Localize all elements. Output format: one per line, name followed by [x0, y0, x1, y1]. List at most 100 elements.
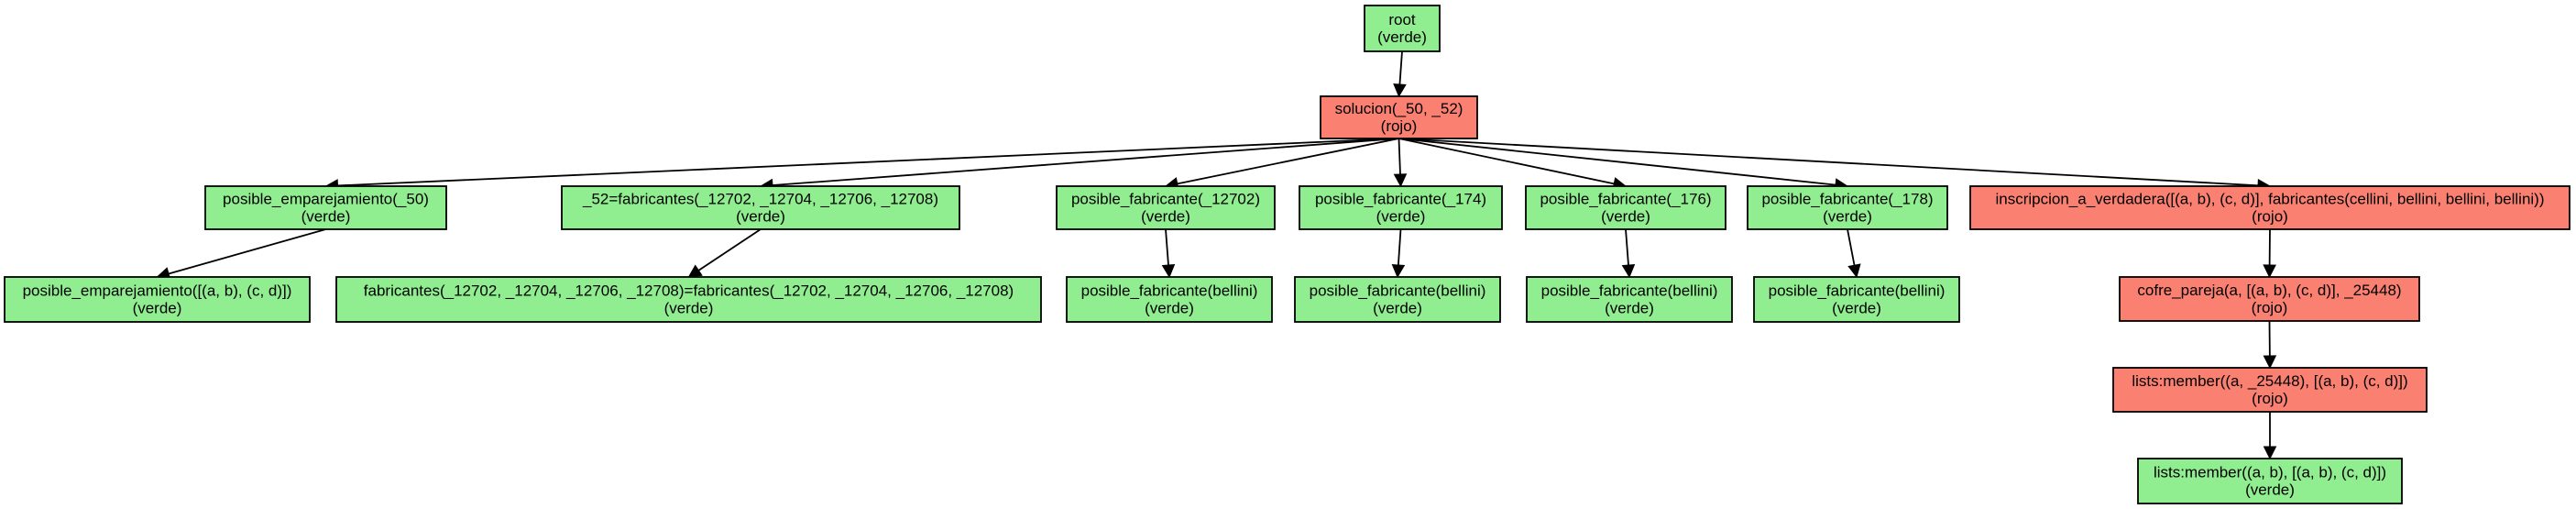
edge-sol-to-insc — [1398, 138, 2272, 193]
node-label: posible_fabricante(_176) — [1540, 191, 1711, 208]
node-mem2: lists:member((a, b), [(a, b), (c, d)])(v… — [2137, 458, 2403, 504]
node-label: _52=fabricantes(_12702, _12704, _12706, … — [582, 191, 938, 208]
edge-line — [1397, 228, 1402, 266]
node-status: (verde) — [664, 300, 714, 317]
node-label: posible_fabricante(_174) — [1315, 191, 1486, 208]
node-label: lists:member((a, b), [(a, b), (c, d)]) — [2154, 464, 2386, 481]
node-box-rojo — [2112, 367, 2428, 413]
node-box-verde — [335, 276, 1042, 323]
node-status: (verde) — [1832, 300, 1881, 317]
node-box-verde — [1294, 276, 1501, 323]
edge-line — [772, 138, 1399, 186]
node-box-verde — [1526, 276, 1733, 323]
edge-root-to-sol — [1393, 50, 1407, 98]
node-box-rojo — [1320, 95, 1478, 139]
node-status: (verde) — [1141, 208, 1190, 226]
node-pf2: posible_fabricante(_174)(verde) — [1299, 185, 1503, 230]
node-label: posible_fabricante(bellini) — [1310, 282, 1486, 300]
arrowhead — [1621, 263, 1636, 279]
edge-line — [1398, 50, 1403, 85]
node-status: (rojo) — [2252, 390, 2288, 407]
node-insc: inscripcion_a_verdadera([(a, b), (c, d)]… — [1969, 185, 2571, 230]
edge-cofre-to-mem1 — [2263, 320, 2277, 370]
node-label: posible_fabricante(bellini) — [1769, 282, 1946, 300]
arrowhead — [2263, 264, 2276, 279]
node-box-verde — [1525, 185, 1726, 230]
node-pe: posible_emparejamiento(_50)(verde) — [204, 185, 447, 230]
node-box-verde — [561, 185, 960, 230]
edge-sol-to-pf1 — [1164, 138, 1399, 191]
node-box-verde — [2137, 458, 2403, 504]
edge-line — [337, 138, 1399, 187]
edges-layer — [156, 50, 2277, 460]
node-box-verde — [4, 276, 311, 323]
node-label: posible_fabricante(bellini) — [1081, 282, 1258, 300]
node-pf4: posible_fabricante(_178)(verde) — [1747, 185, 1948, 230]
node-status: (verde) — [1601, 208, 1650, 226]
edge-pe-to-pe2 — [156, 228, 326, 281]
node-label: posible_emparejamiento(_50) — [223, 191, 429, 208]
arrowhead — [1161, 263, 1176, 279]
node-status: (verde) — [133, 300, 182, 317]
edge-line — [1398, 138, 1401, 175]
node-fab: _52=fabricantes(_12702, _12704, _12706, … — [561, 185, 960, 230]
node-status: (rojo) — [2252, 208, 2288, 226]
node-label: inscripcion_a_verdadera([(a, b), (c, d)]… — [1995, 191, 2544, 208]
node-status: (verde) — [1377, 28, 1427, 46]
node-label: posible_fabricante(_178) — [1761, 191, 1933, 208]
node-label: lists:member((a, _25448), [(a, b), (c, d… — [2132, 372, 2407, 390]
node-status: (rojo) — [2252, 299, 2288, 316]
node-pf1: posible_fabricante(_12702)(verde) — [1056, 185, 1276, 230]
edge-line — [1398, 138, 2259, 187]
node-pf3: posible_fabricante(_176)(verde) — [1525, 185, 1726, 230]
node-label: root — [1388, 11, 1416, 28]
nodes-layer: root(verde)solucion(_50, _52)(rojo)posib… — [4, 5, 2571, 504]
node-pf1b: posible_fabricante(bellini)(verde) — [1066, 276, 1273, 323]
node-box-verde — [1364, 5, 1441, 52]
edge-pf4-to-pf4b — [1847, 228, 1861, 279]
node-box-verde — [1747, 185, 1948, 230]
node-mem1: lists:member((a, _25448), [(a, b), (c, d… — [2112, 367, 2428, 413]
edge-sol-to-pf4 — [1398, 138, 1849, 192]
edge-line — [1398, 138, 1615, 185]
edge-pf1-to-pf1b — [1161, 228, 1176, 279]
arrowhead — [2263, 355, 2277, 370]
node-label: fabricantes(_12702, _12704, _12706, _127… — [364, 282, 1014, 300]
node-status: (verde) — [1373, 300, 1422, 317]
node-status: (rojo) — [1381, 117, 1418, 135]
edge-line — [1847, 228, 1856, 266]
node-box-verde — [1056, 185, 1276, 230]
arrowhead — [1393, 83, 1407, 98]
edge-sol-to-fab — [759, 138, 1399, 193]
arrowhead — [1393, 173, 1408, 188]
node-status: (verde) — [2245, 481, 2295, 499]
node-label: solucion(_50, _52) — [1335, 100, 1463, 117]
edge-sol-to-pf3 — [1398, 138, 1628, 191]
edge-line — [697, 228, 762, 271]
arrowhead — [1391, 264, 1406, 279]
node-label: posible_fabricante(_12702) — [1071, 191, 1260, 208]
node-box-verde — [204, 185, 447, 230]
node-status: (verde) — [736, 208, 785, 226]
node-pf2b: posible_fabricante(bellini)(verde) — [1294, 276, 1501, 323]
node-box-verde — [1299, 185, 1503, 230]
edge-line — [1398, 138, 1836, 186]
node-label: cofre_pareja(a, [(a, b), (c, d)], _25448… — [2137, 282, 2401, 299]
edge-line — [168, 228, 326, 275]
node-cofre: cofre_pareja(a, [(a, b), (c, d)], _25448… — [2119, 276, 2420, 322]
edge-insc-to-cofre — [2263, 228, 2276, 279]
node-sol: solucion(_50, _52)(rojo) — [1320, 95, 1478, 139]
node-box-rojo — [2119, 276, 2420, 322]
node-box-rojo — [1969, 185, 2571, 230]
node-status: (verde) — [1376, 208, 1426, 226]
node-root: root(verde) — [1364, 5, 1441, 52]
node-pf3b: posible_fabricante(bellini)(verde) — [1526, 276, 1733, 323]
node-fab2: fabricantes(_12702, _12704, _12706, _127… — [335, 276, 1042, 323]
node-label: posible_emparejamiento([(a, b), (c, d)]) — [23, 282, 292, 300]
edge-fab-to-fab2 — [687, 228, 762, 278]
node-status: (verde) — [301, 208, 351, 226]
edge-pf3-to-pf3b — [1621, 228, 1636, 279]
edge-sol-to-pf2 — [1393, 138, 1408, 188]
edge-sol-to-pe — [324, 138, 1399, 193]
edge-pf2-to-pf2b — [1391, 228, 1406, 279]
